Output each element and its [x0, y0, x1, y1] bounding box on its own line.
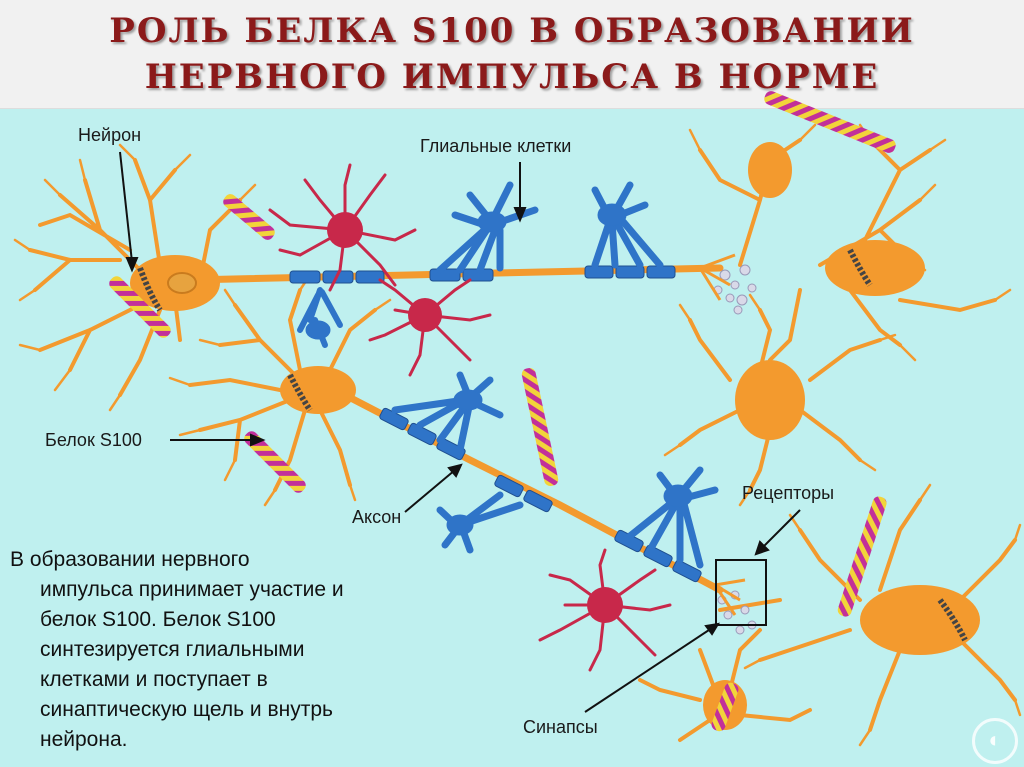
protein-s100-helix [109, 91, 896, 732]
myelin-segments [289, 265, 702, 583]
title-line-1: РОЛЬ БЕЛКА S100 В ОБРАЗОВАНИИ [109, 11, 915, 51]
description-line: импульса принимает участие и [40, 578, 344, 601]
description-line: клетками и поступает в [40, 668, 268, 691]
title-line-2: НЕРВНОГО ИМПУЛЬСА В НОРМЕ [144, 57, 880, 97]
label-axon: Аксон [352, 507, 402, 527]
membrane-protein [137, 266, 163, 312]
membrane-protein [287, 373, 313, 412]
neuron-cell [13, 143, 257, 412]
title-bar: РОЛЬ БЕЛКА S100 В ОБРАЗОВАНИИ НЕРВНОГО И… [0, 0, 1024, 109]
neuron-nucleus [167, 272, 197, 294]
membrane-protein [847, 248, 873, 287]
slide-title: РОЛЬ БЕЛКА S100 В ОБРАЗОВАНИИ НЕРВНОГО И… [0, 8, 1024, 100]
receptor-box [715, 559, 767, 626]
neuron-cell [688, 123, 1012, 377]
neuron-cell [718, 483, 1022, 747]
label-arrows [119, 151, 801, 713]
watermark-logo-icon: ◐ [972, 718, 1018, 764]
description-line: белок S100. Белок S100 [40, 608, 276, 631]
synapse-vesicles [713, 264, 757, 635]
neuron-cell [663, 293, 897, 507]
glial-cell-blue [297, 181, 719, 569]
axon-terminal [698, 253, 746, 616]
label-synapses: Синапсы [523, 717, 598, 737]
description-line: синаптическую щель и внутрь [40, 698, 333, 721]
label-receptors: Рецепторы [742, 483, 835, 503]
label-neuron: Нейрон [78, 125, 142, 145]
glial-cell-red [268, 163, 672, 672]
description-line: нейрона. [40, 728, 128, 751]
label-protein-s100: Белок S100 [45, 430, 142, 450]
description-line: синтезируется глиальными [40, 638, 305, 661]
description-line: В образовании нервного [10, 548, 250, 571]
description-text: В образовании нервного импульса принимае… [10, 545, 410, 755]
label-glial-cells: Глиальные клетки [420, 136, 572, 156]
